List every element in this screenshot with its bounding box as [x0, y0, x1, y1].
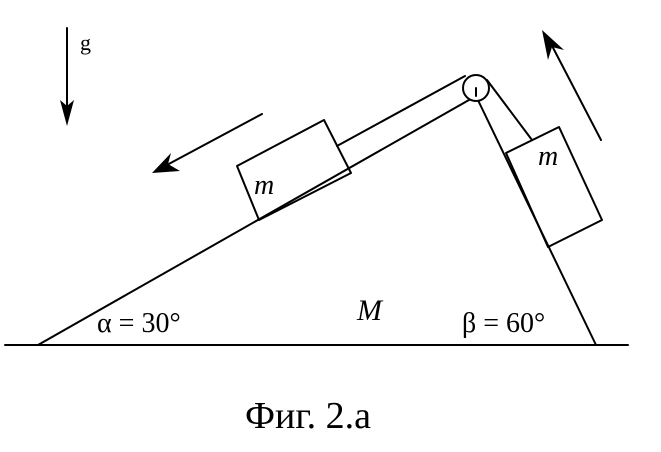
- motion-arrow-right-head: [542, 30, 564, 60]
- wedge-mass-label: M: [356, 294, 384, 327]
- string-right: [486, 79, 533, 141]
- motion-arrow-left-shaft: [164, 113, 263, 167]
- gravity-label: g: [80, 30, 91, 55]
- block-left: [236, 119, 352, 221]
- figure-caption: Фиг. 2.а: [245, 395, 371, 437]
- block-left-label: m: [254, 170, 274, 201]
- gravity-arrow-head: [60, 100, 74, 126]
- alpha-label: α = 30°: [97, 308, 181, 339]
- motion-arrow-left-head: [152, 153, 180, 173]
- motion-arrow-right-shaft: [548, 39, 602, 141]
- block-right: [505, 126, 603, 248]
- string-left: [336, 75, 466, 147]
- block-right-label: m: [538, 141, 558, 172]
- beta-label: β = 60°: [462, 308, 545, 339]
